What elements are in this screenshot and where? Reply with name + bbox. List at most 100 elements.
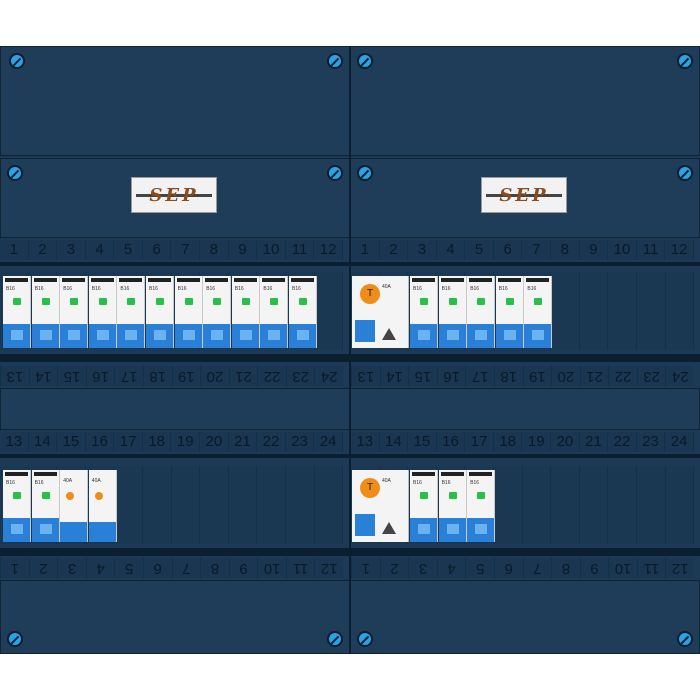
rcbo-rating: 40A: [63, 478, 73, 484]
breaker-handle[interactable]: [438, 518, 466, 542]
brand-strip: [412, 278, 435, 282]
breaker-handle[interactable]: [31, 324, 59, 348]
breaker-handle[interactable]: [289, 324, 316, 348]
rcd-handle[interactable]: [355, 514, 375, 536]
center-divider: [349, 46, 351, 654]
breaker-rating: B16: [6, 480, 15, 486]
slot-number: 23: [285, 366, 315, 386]
empty-slot: [551, 466, 580, 544]
rcbo-breaker[interactable]: 40A: [88, 470, 117, 542]
circuit-breaker[interactable]: B16: [495, 276, 524, 348]
breaker-handle[interactable]: [467, 518, 495, 542]
breaker-handle[interactable]: [495, 324, 523, 348]
breaker-handle[interactable]: [260, 324, 288, 348]
breaker-rating: B16: [120, 286, 130, 292]
test-button[interactable]: T: [360, 478, 380, 498]
slot-number: 3: [57, 558, 86, 578]
screw-icon: [327, 53, 343, 69]
circuit-breaker[interactable]: B16: [524, 276, 553, 348]
breaker-handle[interactable]: [117, 324, 145, 348]
empty-slot: [142, 466, 172, 544]
circuit-breaker[interactable]: B16: [117, 276, 146, 348]
slot-number: 22: [257, 366, 286, 386]
status-indicator: [213, 298, 222, 305]
slot-number: 24: [314, 432, 343, 452]
circuit-breaker[interactable]: B16: [438, 470, 467, 542]
circuit-breaker[interactable]: B16: [231, 276, 260, 348]
circuit-breaker[interactable]: B16: [203, 276, 232, 348]
brand-strip: [176, 278, 200, 282]
circuit-breaker[interactable]: B16: [467, 276, 496, 348]
circuit-breaker[interactable]: B16: [88, 276, 117, 348]
breaker-handle[interactable]: [524, 324, 552, 348]
slot-number: 8: [200, 558, 229, 578]
circuit-breaker[interactable]: B16: [289, 276, 317, 348]
circuit-breaker[interactable]: B16: [60, 276, 89, 348]
empty-slot: [636, 466, 666, 544]
breaker-handle[interactable]: [60, 324, 88, 348]
circuit-breaker[interactable]: B16: [3, 276, 31, 348]
slot-number: 19: [171, 366, 201, 386]
breaker-handle[interactable]: [410, 324, 437, 348]
circuit-breaker[interactable]: B16: [467, 470, 496, 542]
slot-number: 24: [665, 366, 694, 386]
breaker-handle[interactable]: [467, 324, 495, 348]
status-indicator: [184, 298, 193, 305]
brand-strip: [440, 278, 464, 282]
slot-number: 5: [114, 240, 143, 260]
slot-number: 22: [608, 432, 637, 452]
breaker-handle[interactable]: [438, 324, 466, 348]
test-button[interactable]: [94, 492, 103, 500]
circuit-breaker[interactable]: B16: [3, 470, 31, 542]
slot-number: 1: [0, 240, 29, 260]
test-button[interactable]: [66, 492, 75, 500]
test-button[interactable]: T: [360, 284, 380, 304]
circuit-breaker[interactable]: B16: [31, 276, 60, 348]
circuit-breaker[interactable]: B16: [260, 276, 289, 348]
breaker-handle[interactable]: [231, 324, 259, 348]
circuit-breaker[interactable]: B16: [31, 470, 60, 542]
circuit-breaker[interactable]: B16: [410, 276, 438, 348]
slot-number: 12: [314, 240, 343, 260]
slot-number: 13: [351, 432, 380, 452]
screw-icon: [9, 53, 25, 69]
slot-number: 20: [200, 432, 229, 452]
slot-number: 15: [408, 366, 437, 386]
brand-strip: [90, 278, 114, 282]
brand-strip: [440, 472, 464, 476]
sep-logo: SEP: [481, 177, 567, 213]
breaker-handle[interactable]: [3, 518, 30, 542]
breaker-handle[interactable]: [31, 518, 59, 542]
slot-number: 17: [465, 366, 494, 386]
slot-number: 6: [143, 240, 172, 260]
slot-number: 19: [522, 432, 552, 452]
breaker-handle[interactable]: [410, 518, 437, 542]
circuit-breaker[interactable]: B16: [438, 276, 467, 348]
circuit-breaker[interactable]: B16: [146, 276, 174, 348]
slot-number: 4: [437, 240, 466, 260]
breaker-rating: B16: [63, 286, 73, 292]
slot-number: 8: [551, 240, 580, 260]
circuit-breaker[interactable]: B16: [410, 470, 438, 542]
circuit-breaker[interactable]: B16: [174, 276, 203, 348]
slot-number: 3: [408, 558, 437, 578]
rcbo-handle[interactable]: [60, 522, 88, 542]
slot-number: 10: [608, 558, 637, 578]
status-indicator: [420, 492, 428, 499]
slot-number: 4: [436, 558, 466, 578]
breaker-handle[interactable]: [88, 324, 116, 348]
breaker-handle[interactable]: [3, 324, 30, 348]
breaker-handle[interactable]: [203, 324, 231, 348]
logo-panel-right: SEP: [350, 158, 700, 238]
rcd-handle[interactable]: [355, 320, 375, 342]
breaker-rating: B16: [234, 286, 244, 292]
slot-number: 10: [608, 240, 637, 260]
rcbo-breaker[interactable]: 40A: [60, 470, 89, 542]
rcbo-handle[interactable]: [88, 522, 116, 542]
breaker-handle[interactable]: [146, 324, 173, 348]
empty-slot: [228, 466, 258, 544]
breaker-handle[interactable]: [174, 324, 202, 348]
